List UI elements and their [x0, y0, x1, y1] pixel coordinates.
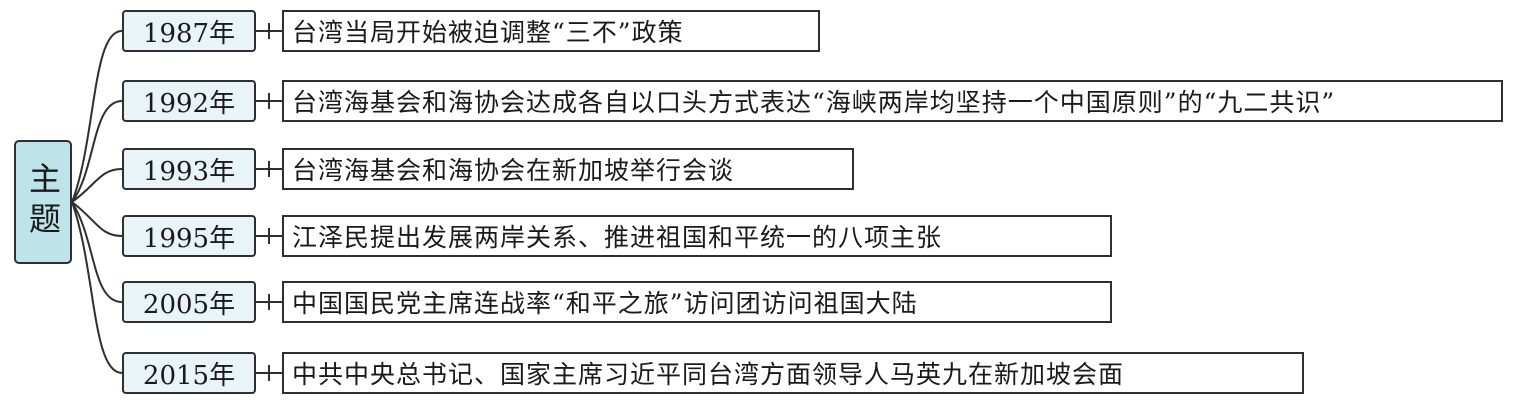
branch-line-2005: [71, 201, 123, 303]
root-node-theme: 主题: [14, 140, 72, 264]
year-node-1995: 1995年: [122, 215, 256, 257]
event-node-1993: 台湾海基会和海协会在新加坡举行会谈: [282, 148, 854, 190]
branch-line-1993: [71, 168, 123, 203]
event-node-2015: 中共中央总书记、国家主席习近平同台湾方面领导人马英九在新加坡会面: [282, 352, 1304, 394]
root-label: 主题: [24, 162, 62, 242]
year-node-2005: 2005年: [122, 281, 256, 323]
branch-line-1995: [71, 201, 123, 237]
year-node-1992: 1992年: [122, 80, 256, 122]
link-line-2005: [256, 294, 282, 310]
year-node-1993: 1993年: [122, 148, 256, 190]
branch-line-1992: [71, 100, 123, 203]
link-line-2015: [256, 365, 282, 381]
branch-line-1987: [71, 29, 123, 203]
link-line-1987: [256, 23, 282, 39]
link-line-1995: [256, 228, 282, 244]
link-line-1993: [256, 161, 282, 177]
event-node-1987: 台湾当局开始被迫调整“三不”政策: [282, 10, 820, 52]
event-node-1995: 江泽民提出发展两岸关系、推进祖国和平统一的八项主张: [282, 215, 1112, 257]
year-node-1987: 1987年: [122, 10, 256, 52]
branch-line-2015: [71, 201, 123, 374]
event-node-1992: 台湾海基会和海协会达成各自以口头方式表达“海峡两岸均坚持一个中国原则”的“九二共…: [282, 80, 1503, 122]
event-node-2005: 中国国民党主席连战率“和平之旅”访问团访问祖国大陆: [282, 281, 1112, 323]
link-line-1992: [256, 93, 282, 109]
year-node-2015: 2015年: [122, 352, 256, 394]
